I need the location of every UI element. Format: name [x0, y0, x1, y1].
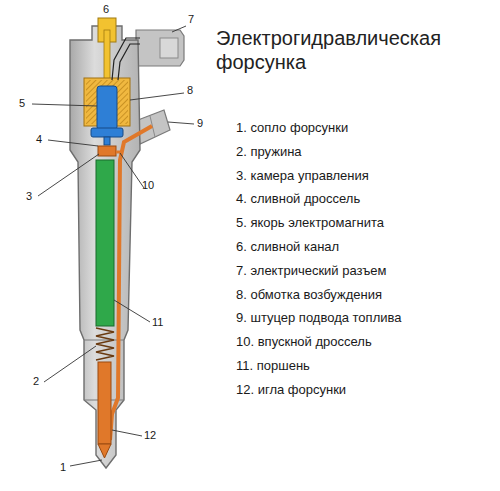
callout-number: 7 — [188, 13, 194, 25]
part-list-item: 11. поршень — [236, 358, 310, 374]
part-list-item: 5. якорь электромагнита — [236, 215, 384, 231]
part-list-item: 1. сопло форсунки — [236, 120, 348, 136]
callout-number: 1 — [60, 461, 66, 473]
injector-body — [70, 26, 140, 468]
callout-number: 8 — [187, 84, 193, 96]
part-list-item: 3. камера управления — [236, 168, 369, 184]
part-list-item: 10. впускной дроссель — [236, 334, 372, 350]
coil-wire — [112, 38, 140, 80]
solenoid-armature — [91, 86, 123, 145]
callout-number: 10 — [142, 179, 154, 191]
part-list-item: 2. пружина — [236, 144, 302, 160]
spring — [96, 328, 114, 360]
fuel-inlet-fitting — [138, 110, 170, 144]
control-chamber — [98, 146, 116, 156]
callout-number: 2 — [33, 375, 39, 387]
callout-number: 5 — [19, 97, 25, 109]
fuel-channel — [110, 126, 152, 440]
callout-number: 4 — [36, 133, 42, 145]
callout-number: 3 — [26, 190, 32, 202]
electrical-connector — [136, 30, 184, 66]
part-list-item: 9. штуцер подвода топлива — [236, 310, 401, 326]
callout-number: 9 — [197, 117, 203, 129]
coil-wire — [118, 44, 140, 80]
callout-number: 6 — [103, 3, 109, 15]
part-list-item: 8. обмотка возбуждения — [236, 287, 382, 303]
part-list-item: 7. электрический разъем — [236, 263, 387, 279]
callout-number: 12 — [144, 429, 156, 441]
leader-lines — [32, 26, 194, 466]
injector-needle — [98, 362, 111, 458]
plunger — [96, 160, 114, 326]
diagram-title: Электрогидравлическая форсунка — [216, 26, 476, 74]
part-list-item: 6. сливной канал — [236, 239, 339, 255]
callout-number: 11 — [152, 316, 163, 328]
part-list-item: 12. игла форсунки — [236, 382, 346, 398]
part-list-item: 4. сливной дроссель — [236, 191, 360, 207]
